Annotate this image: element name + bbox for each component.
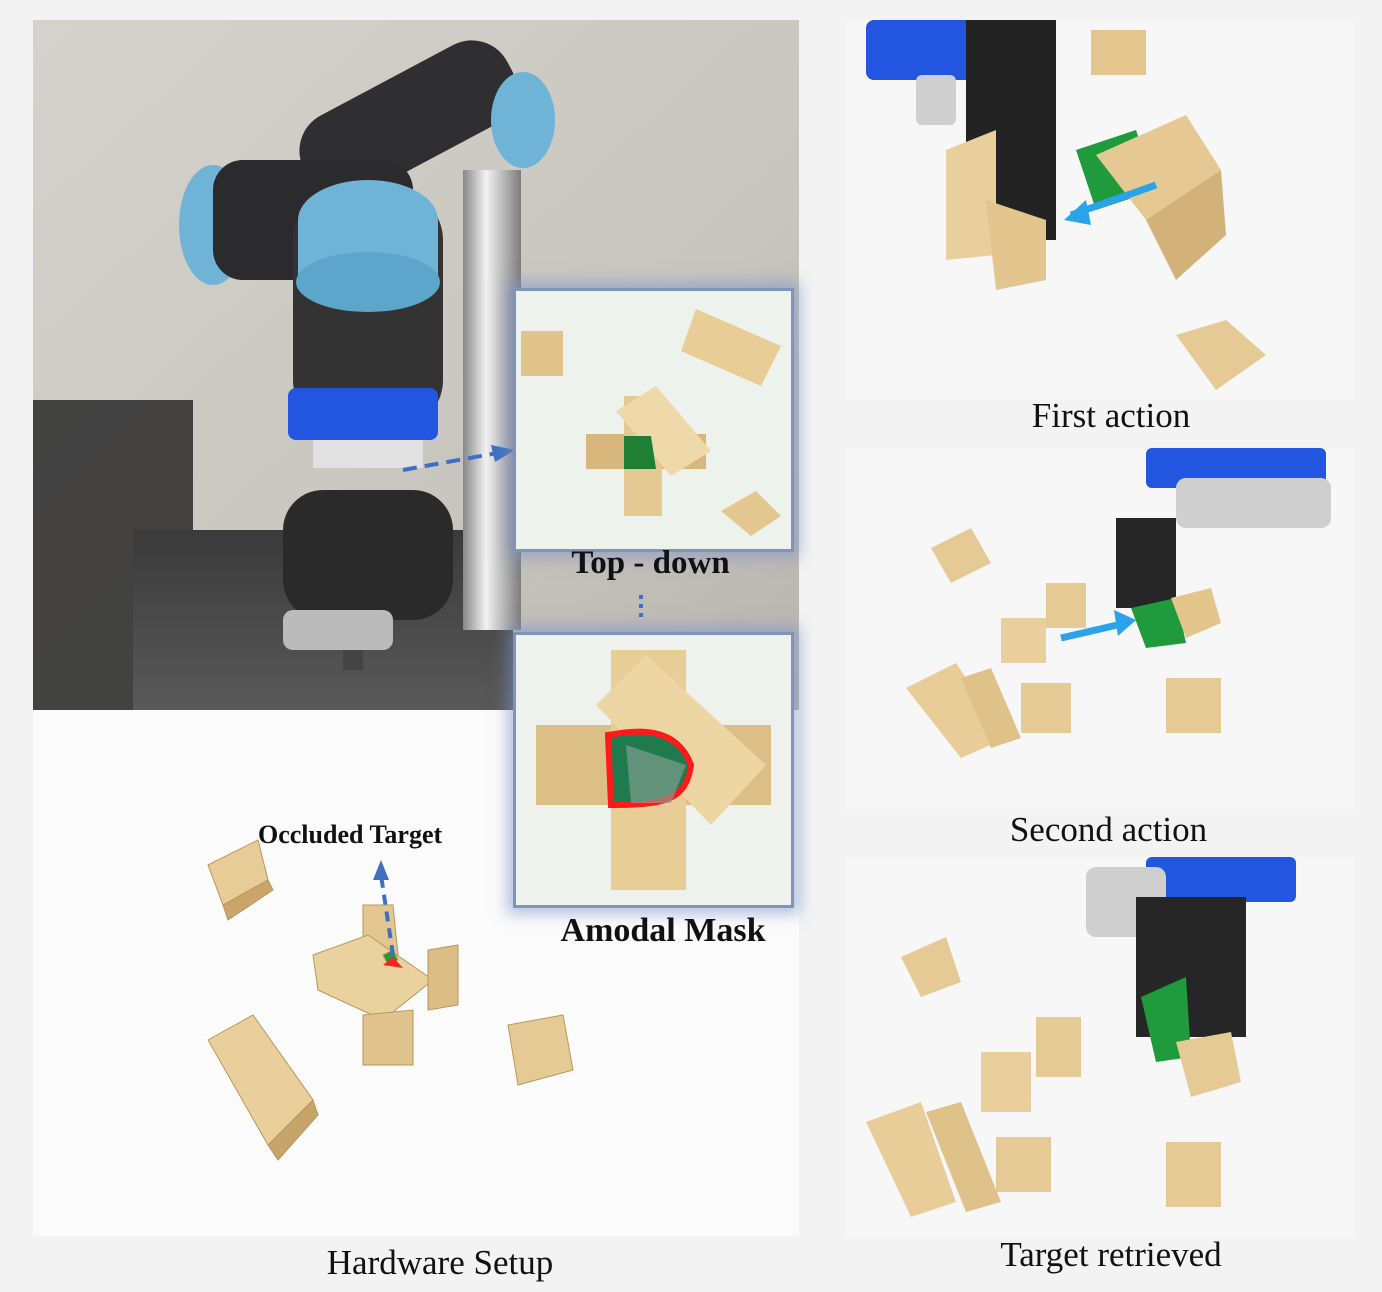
target-retrieved-photo xyxy=(846,857,1354,1237)
second-action-photo xyxy=(846,448,1354,809)
amodal-mask-view xyxy=(513,632,794,908)
occluded-target-label: Occluded Target xyxy=(258,820,443,849)
amodal-mask-caption: Amodal Mask xyxy=(560,912,766,949)
second-action-caption: Second action xyxy=(1009,810,1208,849)
amodal-mask-illustration xyxy=(516,635,791,905)
robot-scene-illustration xyxy=(33,20,799,1236)
top-down-blocks xyxy=(516,291,791,549)
hardware-setup-caption: Hardware Setup xyxy=(326,1243,554,1282)
top-down-caption: Top - down xyxy=(571,545,730,581)
second-action-scene xyxy=(846,448,1354,809)
hardware-setup-photo xyxy=(33,20,799,1236)
first-action-photo xyxy=(846,20,1354,400)
target-retrieved-caption: Target retrieved xyxy=(1000,1235,1222,1274)
target-retrieved-scene xyxy=(846,857,1354,1237)
first-action-caption: First action xyxy=(1031,396,1191,435)
top-down-view xyxy=(513,288,794,552)
first-action-scene xyxy=(846,20,1354,400)
